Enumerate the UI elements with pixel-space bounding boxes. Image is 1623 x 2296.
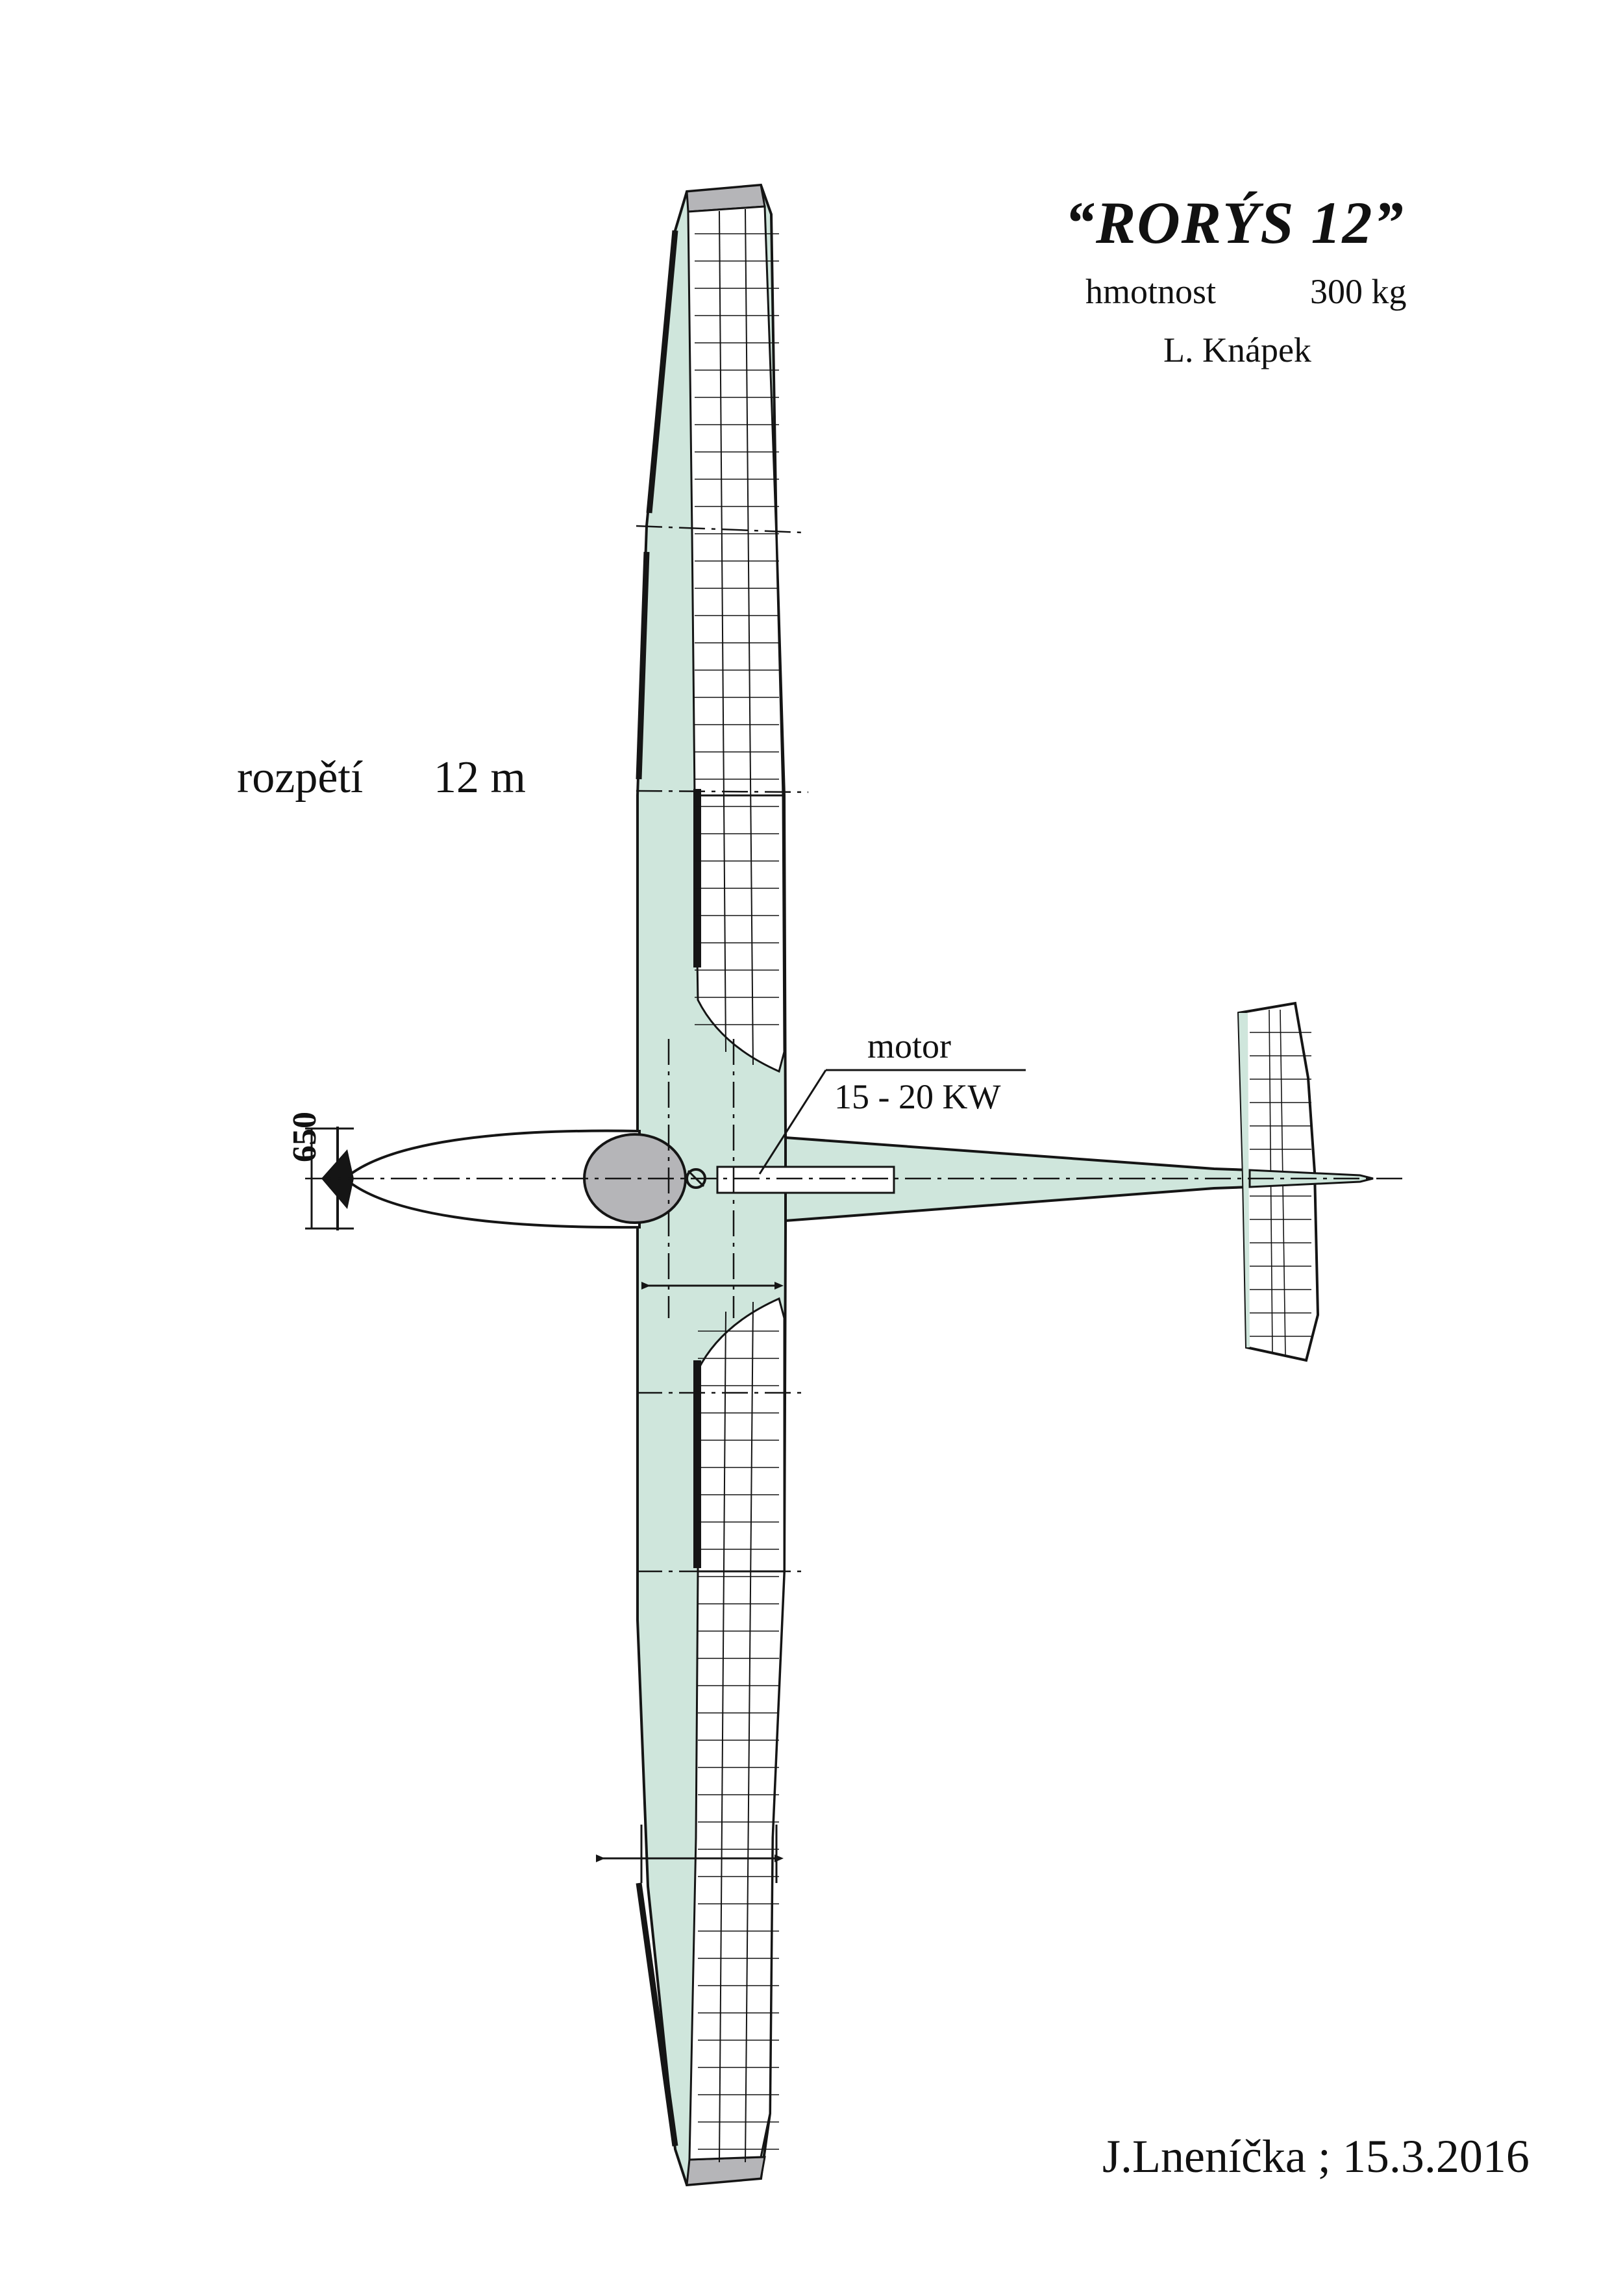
center-lines <box>305 525 1402 1573</box>
leading-edge-mark-3 <box>636 1882 678 2147</box>
aileron-bottom <box>688 1570 786 2161</box>
flap-bottom <box>697 1297 786 1573</box>
motor-leader <box>758 1069 1026 1175</box>
stabilizer-leading-strip <box>1239 1013 1250 1347</box>
wing-tip-bottom <box>686 2156 766 2186</box>
wingspan-label: rozpětí <box>237 753 364 803</box>
mass-label: hmotnost <box>1085 272 1217 311</box>
mass-value: 300 kg <box>1310 272 1407 311</box>
wing-rib-grid <box>695 233 779 2150</box>
leading-edge-mark-1 <box>646 230 678 514</box>
motor-bay <box>716 1166 895 1194</box>
designer-name: L. Knápek <box>1163 331 1311 369</box>
aileron-top <box>687 205 784 797</box>
motor-label: motor <box>867 1027 951 1066</box>
propeller-dimension: 650 <box>286 1112 323 1162</box>
main-wing <box>636 183 787 2187</box>
drawing-title: “RORÝS 12” <box>1065 190 1405 256</box>
horizontal-tail <box>1237 1001 1374 1362</box>
flap-top <box>693 794 786 1073</box>
wingspan-value: 12 m <box>434 753 526 803</box>
wing-spar-lines <box>719 208 754 2163</box>
leading-edge-mark-2 <box>636 551 650 780</box>
signature-date: J.Lneníčka ; 15.3.2016 <box>1102 2130 1530 2182</box>
chord-dimensions <box>596 1282 784 1883</box>
spoiler-top <box>693 789 701 967</box>
spoiler-bottom <box>693 1360 701 1568</box>
motor-power: 15 - 20 KW <box>834 1077 1001 1116</box>
